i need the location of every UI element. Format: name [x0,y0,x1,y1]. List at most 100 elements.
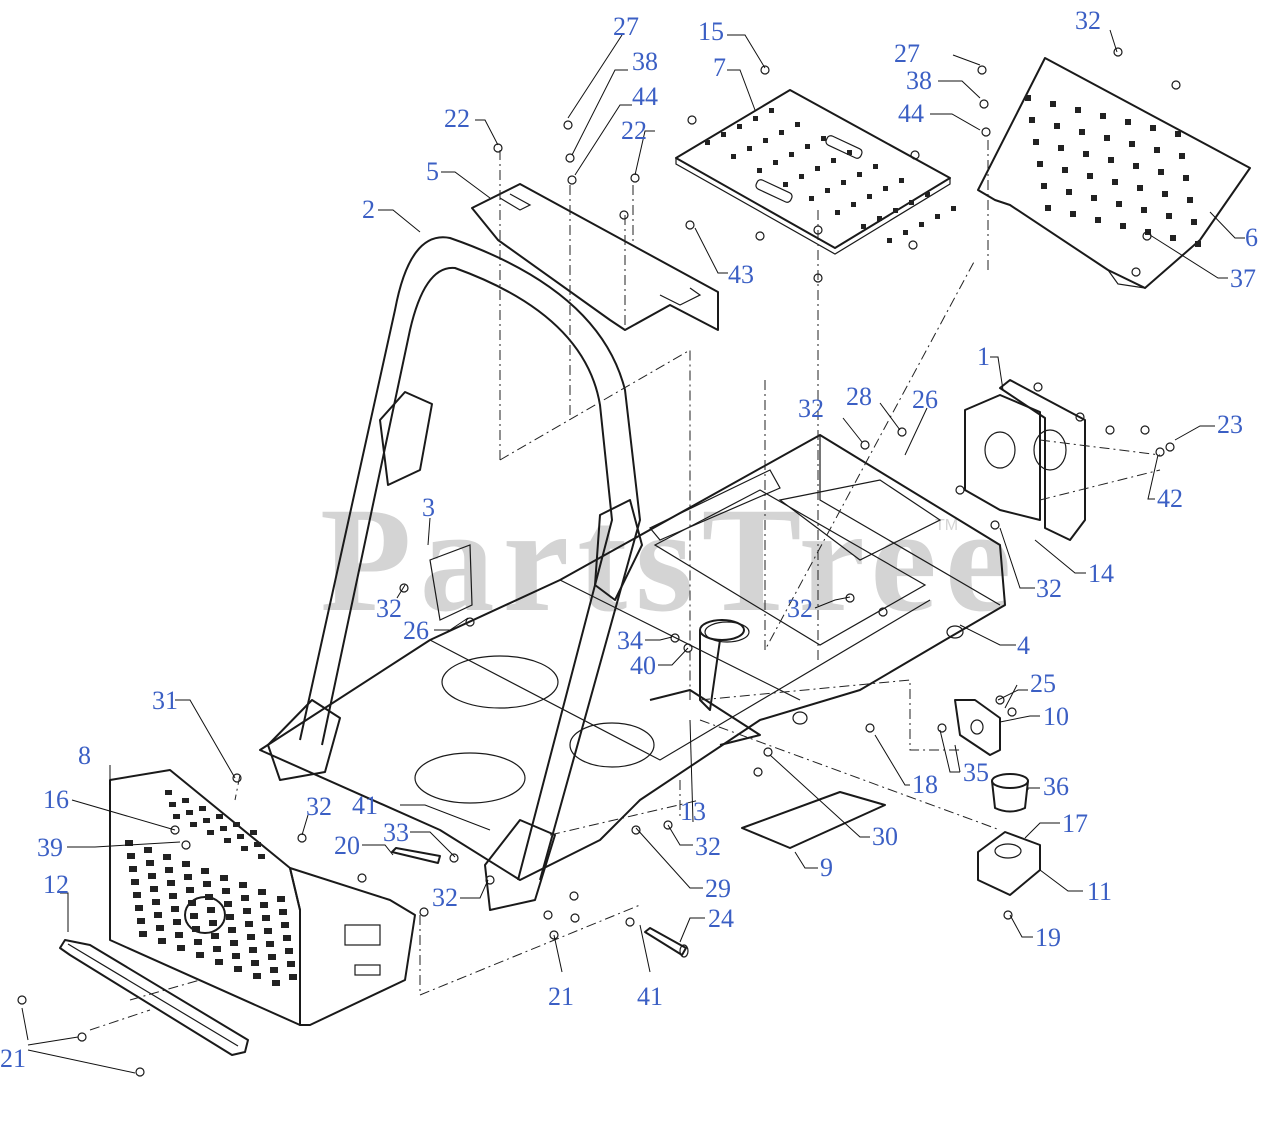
callout-22: 22 [621,116,647,145]
grille-hole [150,886,158,892]
fastener [687,115,697,125]
plate-hole [1112,179,1118,185]
callout-44: 44 [632,82,658,111]
plate-hole [867,194,872,199]
plate-hole [1100,113,1106,119]
callout-41: 41 [637,982,663,1011]
callout-29: 29 [705,874,731,903]
watermark-text: PartsTree [320,477,1019,643]
grille-hole [186,810,193,815]
callout-32: 32 [306,792,332,821]
fastener [981,127,991,137]
grille-hole [196,952,204,958]
callout-26: 26 [403,616,429,645]
plate-hole [1125,119,1131,125]
fastener [685,220,695,230]
plate-hole [1075,107,1081,113]
callout-21: 21 [548,982,574,1011]
callout-43: 43 [728,260,754,289]
callout-21: 21 [0,1044,26,1073]
grille-hole [289,974,297,980]
fastener [1131,267,1141,277]
plate-hole [1133,163,1139,169]
plate-hole [1191,219,1197,225]
plate-hole [1066,189,1072,195]
plate-hole [1175,131,1181,137]
grille-hole [226,914,234,920]
plate-hole [1070,211,1076,217]
plate-hole [1137,185,1143,191]
grille-hole [165,790,172,795]
part-bracket-10 [954,699,1001,756]
grille-hole [272,980,280,986]
grille-hole [205,894,213,900]
grille-hole [131,879,139,885]
grille-hole [279,909,287,915]
callout-7: 7 [713,53,726,82]
grille-hole [203,881,211,887]
fastener [683,643,693,653]
grille-hole [144,847,152,853]
part-holder-11 [977,831,1041,896]
fastener [563,120,573,130]
callout-1: 1 [977,342,990,371]
fastener [910,150,920,160]
plate-hole [883,186,888,191]
plate-hole [779,130,784,135]
callout-26: 26 [912,385,938,414]
grille-hole [184,874,192,880]
part-floor-plate [675,89,956,255]
fastener [570,913,580,923]
grille-hole [203,818,210,823]
fastener [465,617,475,627]
fastener [1171,80,1181,90]
grille-hole [216,814,223,819]
callout-17: 17 [1062,809,1088,838]
part-pin-20 [391,847,441,864]
grille-hole [199,806,206,811]
grille-hole [156,925,164,931]
grille-hole [237,834,244,839]
callout-32: 32 [798,394,824,423]
plate-hole [1054,123,1060,129]
fastener [979,99,989,109]
callout-4: 4 [1017,631,1030,660]
callout-32: 32 [376,594,402,623]
plate-hole [769,108,774,113]
fastener [493,143,503,153]
plate-hole [861,224,866,229]
callout-32: 32 [695,832,721,861]
callout-39: 39 [37,833,63,862]
part-pin-24 [644,927,689,958]
grille-hole [262,915,270,921]
grille-hole [283,935,291,941]
callout-25: 25 [1030,669,1056,698]
fastener [630,173,640,183]
plate-hole [1062,167,1068,173]
grille-hole [213,946,221,952]
fastener [1155,447,1165,457]
grille-hole [243,908,251,914]
grille-hole [260,902,268,908]
grille-hole [169,802,176,807]
plate-hole [1083,151,1089,157]
part-post-13 [649,619,761,746]
plate-hole [873,164,878,169]
fastener [399,583,409,593]
grille-hole [241,895,249,901]
grille-hole [165,867,173,873]
grille-hole [220,826,227,831]
grille-hole [277,896,285,902]
fastener [631,825,641,835]
fastener [1165,442,1175,452]
plate-hole [1045,205,1051,211]
grille-hole [230,940,238,946]
callout-32: 32 [787,594,813,623]
grille-hole [222,888,230,894]
fastener [865,723,875,733]
fastener [663,820,673,830]
callout-15: 15 [698,17,724,46]
grille-hole [133,892,141,898]
part-main-frame [259,434,1006,881]
plate-hole [1104,135,1110,141]
